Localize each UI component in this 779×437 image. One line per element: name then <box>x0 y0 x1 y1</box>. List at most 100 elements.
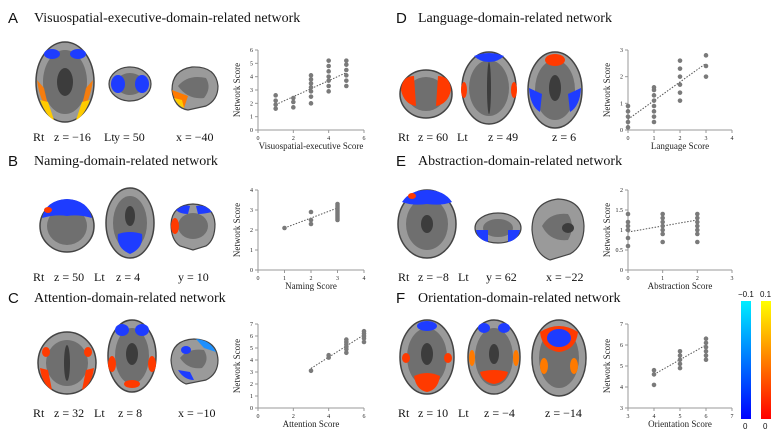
colorbar-positive-bottom-label: 0 <box>763 422 768 431</box>
data-point <box>660 223 665 229</box>
y-tick-label: 1 <box>620 101 623 107</box>
data-point <box>677 58 683 63</box>
colorbar-negative-top-label: −0.1 <box>738 290 754 299</box>
y-tick-label: 4 <box>250 188 253 194</box>
y-tick-label: 1 <box>250 115 253 121</box>
colorbar-negative-bottom-label: 0 <box>743 422 748 431</box>
data-point <box>677 74 683 79</box>
orientation-lt: Lt <box>458 270 469 284</box>
slice-coordinate: x = −40 <box>176 130 214 144</box>
y-axis-label: Network Score <box>232 63 242 117</box>
data-point <box>273 98 278 103</box>
data-point <box>703 344 709 350</box>
y-tick-label: 0.5 <box>616 248 624 254</box>
data-point <box>677 365 683 371</box>
data-point <box>308 209 314 215</box>
x-tick-label: 4 <box>731 136 734 142</box>
x-tick-label: 0 <box>627 276 630 282</box>
y-tick-label: 5 <box>250 61 253 67</box>
y-axis-label: Network Score <box>602 203 612 257</box>
brain-slice-axial <box>527 51 583 129</box>
data-point <box>344 78 349 83</box>
x-tick-label: 5 <box>679 414 682 420</box>
data-point <box>344 73 349 78</box>
data-point <box>660 219 665 225</box>
slice-coordinate: z = −14 <box>545 406 582 420</box>
data-point <box>625 119 631 125</box>
data-point <box>282 225 287 231</box>
y-tick-label: 0 <box>250 268 253 274</box>
x-axis-label: Naming Score <box>285 281 337 291</box>
brain-slice-coronal <box>474 212 522 244</box>
panel-title: Abstraction-domain-related network <box>418 154 623 169</box>
x-axis-label: Attention Score <box>283 419 340 429</box>
trend-line <box>653 344 707 375</box>
x-tick-label: 2 <box>292 136 295 142</box>
x-axis-label: Orientation Score <box>648 419 712 429</box>
orientation-rt: Rt <box>398 406 410 420</box>
data-point <box>651 372 657 377</box>
data-point <box>625 235 631 241</box>
x-axis-label: Abstraction Score <box>648 281 713 291</box>
brain-slice-axial <box>467 319 521 395</box>
y-tick-label: 1 <box>250 248 253 254</box>
trend-line <box>275 72 347 106</box>
slice-coordinate: z = 32 <box>54 406 85 420</box>
slice-coordinate: y = 50 <box>114 130 145 144</box>
slice-coordinate: y = 62 <box>486 270 517 284</box>
x-tick-label: 0 <box>257 276 260 282</box>
x-tick-label: 7 <box>731 414 734 420</box>
x-axis-label: Language Score <box>651 141 709 151</box>
data-point <box>677 66 683 71</box>
data-point <box>677 353 683 358</box>
slice-coordinate: z = 60 <box>418 130 449 144</box>
data-point <box>677 357 683 362</box>
brain-slice-axial <box>105 187 155 259</box>
panel-title: Language-domain-related network <box>418 11 612 26</box>
y-tick-label: 7 <box>250 322 253 328</box>
orientation-lt: Lt <box>458 406 469 420</box>
brain-slice-axial <box>461 51 517 125</box>
data-point <box>651 109 657 114</box>
data-point <box>344 67 349 73</box>
slice-coordinate: z = 50 <box>54 270 85 284</box>
data-point <box>361 339 367 345</box>
data-point <box>326 74 331 79</box>
y-axis-label: Network Score <box>602 63 612 117</box>
slice-coordinate: z = 6 <box>552 130 577 144</box>
data-point <box>291 95 296 101</box>
colorbar-positive <box>761 301 771 419</box>
orientation-lt: Lt <box>94 406 105 420</box>
data-point <box>625 109 631 114</box>
data-point <box>273 93 278 98</box>
data-point <box>695 219 700 225</box>
brain-slice-axial <box>39 199 95 253</box>
brain-slice-coronal <box>108 66 152 102</box>
panel-title: Visuospatial-executive-domain-related ne… <box>34 11 301 26</box>
data-point <box>660 227 665 233</box>
data-point <box>344 350 349 356</box>
data-point <box>326 58 331 63</box>
y-tick-label: 4 <box>250 358 253 364</box>
x-tick-label: 6 <box>705 414 708 420</box>
y-tick-label: 4 <box>250 75 253 81</box>
slice-coordinate: z = 8 <box>118 406 143 420</box>
data-point <box>308 221 314 227</box>
data-point <box>326 83 331 89</box>
y-tick-label: 5 <box>250 346 253 352</box>
slice-coordinate: z = −8 <box>418 270 449 284</box>
y-tick-label: 6 <box>250 48 253 54</box>
data-point <box>703 357 709 362</box>
y-tick-label: 0 <box>250 406 253 412</box>
data-point <box>625 211 631 217</box>
x-tick-label: 0 <box>257 136 260 142</box>
data-point <box>308 217 314 223</box>
data-point <box>273 106 278 111</box>
data-point <box>308 81 314 86</box>
data-point <box>703 53 709 58</box>
x-tick-label: 6 <box>363 136 366 142</box>
data-point <box>677 90 683 95</box>
